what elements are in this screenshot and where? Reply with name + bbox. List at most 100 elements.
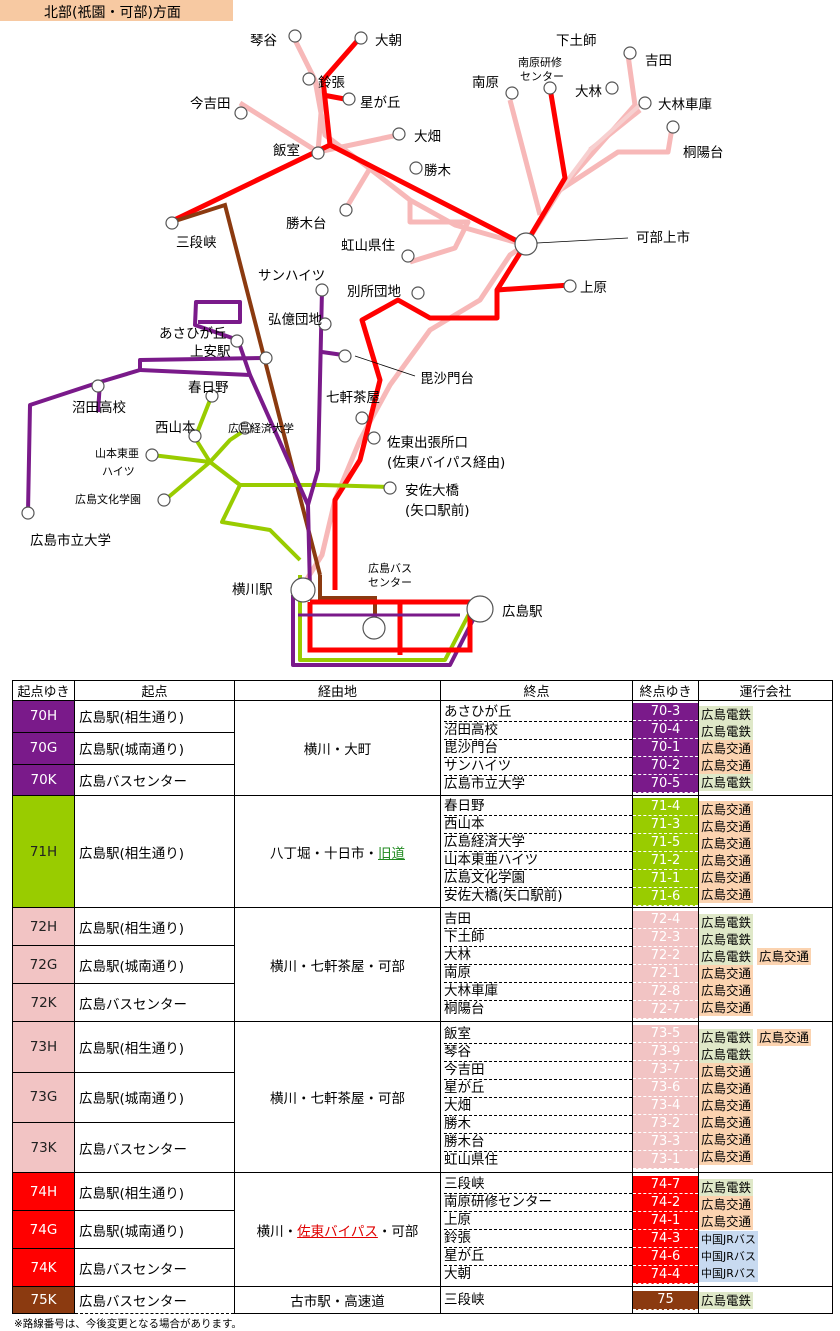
stop-obayashi: 大林 [575, 84, 603, 100]
destination: 虹山県住 [444, 1151, 498, 1168]
route-number: 71-6 [633, 887, 698, 906]
stop-sandankyo: 三段峡 [176, 235, 217, 251]
stop-kotoya: 琴谷 [250, 33, 277, 49]
operator-badge: 広島電鉄 [699, 930, 754, 948]
operator-badge: 広島交通 [699, 964, 754, 982]
operator-row: 広島交通 [699, 817, 832, 835]
stop-bishamon: 毘沙門台 [420, 371, 474, 387]
route-code: 70G [12, 731, 75, 765]
destination: 春日野 [444, 798, 632, 817]
destination: 大朝 [444, 1266, 471, 1283]
operator-row: 広島交通 [699, 1131, 832, 1149]
via-part: 横川・ [256, 1223, 298, 1240]
stop-yasu-ohashi: 安佐大橋 [405, 483, 459, 499]
route-code: 70H [12, 700, 75, 733]
operator-row: 広島交通 [699, 851, 832, 869]
destination: 星が丘 [444, 1248, 632, 1267]
stop-nanbara-kenshu: 南原研修 [518, 55, 562, 69]
stop-suzuhari: 鈴張 [318, 75, 345, 91]
via-part: 八丁堀・十日市・ [270, 845, 378, 862]
route-via: 横川・七軒茶屋・可部 [234, 1021, 441, 1174]
operator-badge: 広島交通 [699, 1080, 754, 1098]
operator-row: 広島電鉄広島交通 [699, 1029, 832, 1047]
destination: 大林車庫 [444, 983, 632, 1002]
col-header: 起点ゆき [12, 680, 75, 701]
operator-badge: 広島交通 [757, 1029, 812, 1047]
operator-row: 広島電鉄 [699, 1046, 832, 1064]
route-operators: 広島電鉄広島交通広島交通中国JRバス中国JRバス中国JRバス [698, 1172, 833, 1288]
route-start: 広島駅(城南通り) [74, 945, 235, 985]
route-number: 75 [633, 1290, 698, 1311]
route-code: 74G [12, 1210, 75, 1250]
stop-asahigaoka: あさひが丘 [159, 326, 227, 342]
route-number: 70-3 [633, 703, 698, 722]
operator-badge: 広島交通 [699, 756, 754, 774]
footnote: ※路線番号は、今後変更となる場合があります。 [14, 1318, 242, 1330]
route-start: 広島バスセンター [74, 1286, 235, 1315]
operator-badge: 広島交通 [699, 739, 754, 757]
operator-row: 広島電鉄 [699, 705, 832, 723]
route-via: 横川・七軒茶屋・可部 [234, 907, 441, 1023]
operator-badge: 広島電鉄 [699, 722, 754, 740]
destination: 広島市立大学 [444, 775, 525, 792]
stop-toyogadai: 桐陽台 [683, 145, 724, 161]
operator-row: 広島交通 [699, 739, 832, 757]
operator-badge: 広島電鉄 [699, 773, 754, 791]
via-link[interactable]: 佐東バイパス [297, 1223, 378, 1240]
operator-row: 広島交通 [699, 1114, 832, 1132]
route-operators: 広島電鉄広島電鉄広島交通広島交通広島電鉄 [698, 699, 833, 797]
operator-badge: 広島交通 [757, 947, 812, 965]
route-number: 73-3 [633, 1133, 698, 1152]
stop-keizai: 広島経済大学 [228, 421, 294, 435]
route-number: 72-2 [633, 946, 698, 965]
route-number: 73-7 [633, 1061, 698, 1080]
stop-hoshigaoka: 星が丘 [360, 95, 401, 111]
col-header: 起点 [74, 680, 235, 701]
col-header: 終点ゆき [632, 680, 699, 701]
operator-badge: 広島交通 [699, 1131, 754, 1149]
route-number: 70-2 [633, 757, 698, 776]
stop-yokogawa: 横川駅 [232, 582, 273, 598]
route-code: 74K [12, 1248, 75, 1288]
operator-badge: 広島交通 [699, 885, 754, 903]
route-number: 73-2 [633, 1115, 698, 1134]
destination: 広島経済大学 [444, 834, 632, 853]
route-start: 広島駅(城南通り) [74, 1071, 235, 1124]
route-code: 73H [12, 1021, 75, 1073]
operator-row: 広島電鉄 [699, 930, 832, 948]
operator-badge: 広島電鉄 [699, 913, 754, 931]
destination: 広島文化学園 [444, 870, 632, 889]
stop-kabe-kamiichi: 可部上市 [636, 229, 690, 246]
route-code: 71H [12, 795, 75, 909]
operator-row: 広島交通 [699, 1148, 832, 1166]
destination: 星が丘 [444, 1080, 632, 1098]
col-header: 運行会社 [698, 680, 833, 701]
stop-nanbara: 南原 [472, 75, 499, 91]
destination: 南原研修センター [444, 1194, 632, 1213]
route-destinations: 飯室琴谷今吉田星が丘大畑勝木勝木台虹山県住 [440, 1021, 633, 1174]
stop-yamamoto-toa: 山本東亜 [95, 446, 139, 460]
operator-badge: 広島交通 [699, 998, 754, 1016]
operator-badge: 広島電鉄 [699, 1029, 754, 1047]
route-start: 広島駅(相生通り) [74, 1021, 235, 1073]
route-destinations: 三段峡南原研修センター上原鈴張星が丘大朝 [440, 1172, 633, 1288]
stop-nishiyamamoto: 西山本 [155, 420, 196, 436]
route-number: 71-4 [633, 797, 698, 816]
route-code: 70K [12, 763, 75, 797]
operator-row: 広島交通 [699, 1212, 832, 1230]
via-link[interactable]: 旧道 [378, 845, 405, 862]
stop-ohata: 大畑 [414, 129, 441, 145]
operator-badge: 広島交通 [699, 1097, 754, 1115]
operator-row: 広島交通 [699, 998, 832, 1016]
col-header: 経由地 [234, 680, 441, 701]
route-operators: 広島交通広島交通広島交通広島交通広島交通広島交通 [698, 795, 833, 909]
